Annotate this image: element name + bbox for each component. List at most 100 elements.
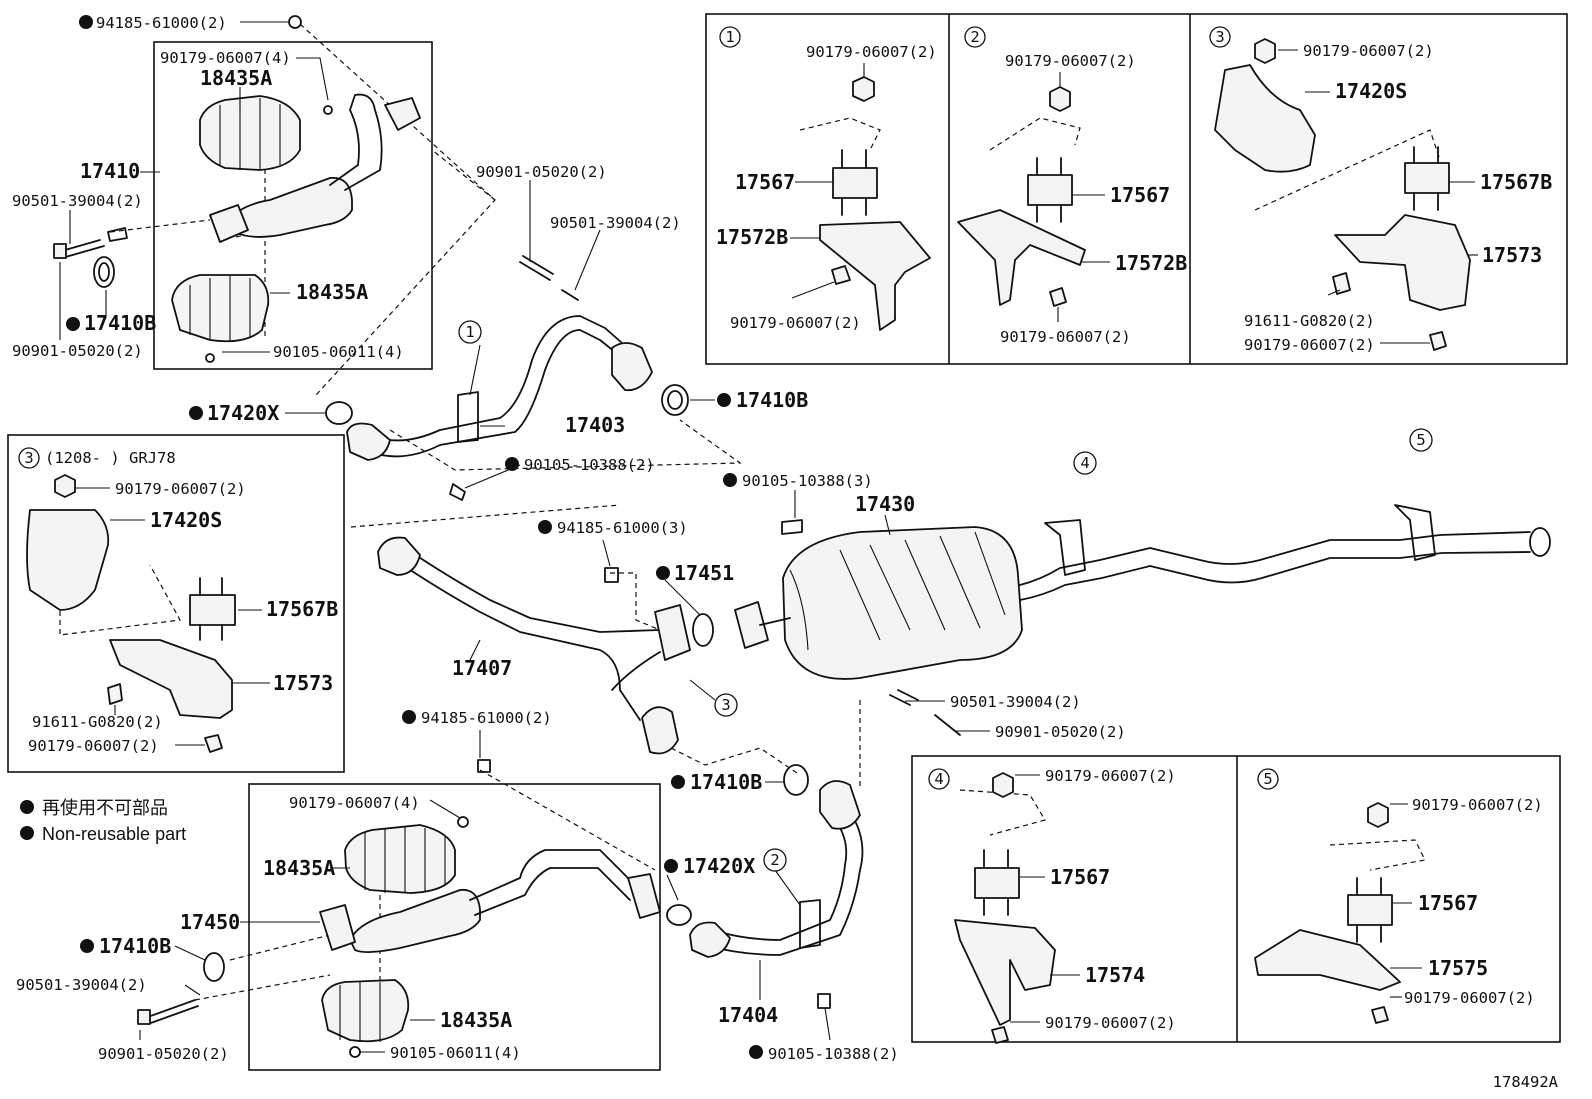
callout-3-leftbox: 3 xyxy=(24,449,33,467)
d1-label-17567: 17567 xyxy=(735,170,795,194)
label-17404: 17404 xyxy=(718,1003,778,1027)
label-90105-06011-4-top: 90105-06011(4) xyxy=(273,343,404,361)
legend-en: Non-reusable part xyxy=(42,824,186,844)
label-17410B-d: 17410B xyxy=(99,934,171,958)
label-17410B-a: 17410B xyxy=(84,311,156,335)
leader-lines xyxy=(59,21,1478,1053)
callout-2-main: 2 xyxy=(770,851,779,869)
callout-1-panel: 1 xyxy=(725,28,734,46)
detail-3-grj78-labels: (1208- ) GRJ78 90179-06007(2) 17420S 175… xyxy=(28,449,338,755)
label-17407: 17407 xyxy=(452,656,512,680)
center-pipe-17407 xyxy=(377,519,803,755)
d5-label-90179-06007-2-top: 90179-06007(2) xyxy=(1412,796,1543,814)
label-17403: 17403 xyxy=(565,413,625,437)
d1-label-90179-06007-2-bot: 90179-06007(2) xyxy=(730,314,861,332)
d2-label-90179-06007-2-bot: 90179-06007(2) xyxy=(1000,328,1131,346)
part-number-labels: 94185-61000(2) 90179-06007(4) 18435A 174… xyxy=(12,14,1126,1063)
label-17410: 17410 xyxy=(80,159,140,183)
label-90105-06011-4-bot: 90105-06011(4) xyxy=(390,1044,521,1062)
label-94185-61000-3: 94185-61000(3) xyxy=(557,519,688,537)
detail-box-3-grj78 xyxy=(7,434,345,773)
label-18435A-3: 18435A xyxy=(263,856,335,880)
l3-label-17420S: 17420S xyxy=(150,508,222,532)
diagram-id: 178492A xyxy=(1493,1073,1559,1091)
label-94185-61000-2-mid: 94185-61000(2) xyxy=(421,709,552,727)
label-90105-10388-3: 90105-10388(3) xyxy=(742,472,873,490)
label-90105-10388-2-b: 90105-10388(2) xyxy=(768,1045,899,1063)
detail-1-parts xyxy=(799,76,931,331)
d3-label-17567B: 17567B xyxy=(1480,170,1552,194)
upper-converter-assembly xyxy=(171,93,421,363)
d3-label-91611-G0820-2: 91611-G0820(2) xyxy=(1244,312,1375,330)
label-17450: 17450 xyxy=(180,910,240,934)
label-90901-05020-2-c: 90901-05020(2) xyxy=(98,1045,229,1063)
label-90901-05020-2-a: 90901-05020(2) xyxy=(12,342,143,360)
label-17410B-b: 17410B xyxy=(736,388,808,412)
label-18435A-1: 18435A xyxy=(200,66,272,90)
detail-3-grj78-note: (1208- ) GRJ78 xyxy=(45,449,176,467)
d1-label-17572B: 17572B xyxy=(716,225,788,249)
front-pipe-17404 xyxy=(666,689,961,1009)
callout-4-panel: 4 xyxy=(934,770,943,788)
detail-panel-labels: 90179-06007(2) 17567 17572B 90179-06007(… xyxy=(716,42,1552,1032)
d4-label-90179-06007-2-top: 90179-06007(2) xyxy=(1045,767,1176,785)
non-reusable-markers xyxy=(20,15,763,1059)
label-90179-06007-4-top: 90179-06007(4) xyxy=(160,49,291,67)
l3-label-17573: 17573 xyxy=(273,671,333,695)
d4-label-90179-06007-2-bot: 90179-06007(2) xyxy=(1045,1014,1176,1032)
d3-label-17420S: 17420S xyxy=(1335,79,1407,103)
d4-label-17574: 17574 xyxy=(1085,963,1145,987)
detail-4-parts xyxy=(954,772,1056,1044)
d5-label-90179-06007-2-bot: 90179-06007(2) xyxy=(1404,989,1535,1007)
detail-3-grj78-parts xyxy=(26,474,236,753)
label-94185-61000-2-top: 94185-61000(2) xyxy=(96,14,227,32)
d5-label-17575: 17575 xyxy=(1428,956,1488,980)
label-17420X-b: 17420X xyxy=(683,854,755,878)
callout-5-main: 5 xyxy=(1416,431,1425,449)
left-fasteners xyxy=(53,15,302,288)
legend: 再使用不可部品 Non-reusable part xyxy=(42,798,186,844)
d1-label-90179-06007-2-top: 90179-06007(2) xyxy=(806,43,937,61)
l3-label-91611-G0820-2: 91611-G0820(2) xyxy=(32,713,163,731)
callout-3-panel: 3 xyxy=(1215,28,1224,46)
d2-label-17567: 17567 xyxy=(1110,183,1170,207)
d5-label-17567: 17567 xyxy=(1418,891,1478,915)
label-17410B-c: 17410B xyxy=(690,770,762,794)
d4-label-17567: 17567 xyxy=(1050,865,1110,889)
label-90901-05020-2-b: 90901-05020(2) xyxy=(995,723,1126,741)
detail-2-parts xyxy=(957,86,1086,307)
label-90501-39004-2-b: 90501-39004(2) xyxy=(950,693,1081,711)
d3-label-90179-06007-2-bot: 90179-06007(2) xyxy=(1244,336,1375,354)
callout-4-main: 4 xyxy=(1080,454,1089,472)
label-90179-06007-4-bot: 90179-06007(4) xyxy=(289,794,420,812)
label-90901-05020-2-mid: 90901-05020(2) xyxy=(476,163,607,181)
detail-panel-bottom xyxy=(911,755,1561,1043)
label-17451: 17451 xyxy=(674,561,734,585)
legend-jp: 再使用不可部品 xyxy=(42,798,168,818)
label-18435A-4: 18435A xyxy=(440,1008,512,1032)
l3-label-17567B: 17567B xyxy=(266,597,338,621)
callout-2-panel: 2 xyxy=(970,28,979,46)
lower-converter-box xyxy=(248,783,661,1071)
d3-label-17573: 17573 xyxy=(1482,243,1542,267)
callout-3-main: 3 xyxy=(721,696,730,714)
label-17420X-a: 17420X xyxy=(207,401,279,425)
label-90501-39004-2-mid: 90501-39004(2) xyxy=(550,214,681,232)
callout-circles: 1 3 4 5 2 3 1 2 3 4 5 xyxy=(18,26,1433,872)
muffler-17430 xyxy=(734,504,1551,680)
detail-3-top-parts xyxy=(1214,38,1471,351)
upper-converter-box xyxy=(153,41,433,370)
d3-label-90179-06007-2-top: 90179-06007(2) xyxy=(1303,42,1434,60)
d2-label-17572B: 17572B xyxy=(1115,251,1187,275)
l3-label-90179-06007-2-top: 90179-06007(2) xyxy=(115,480,246,498)
label-90501-39004-2-c: 90501-39004(2) xyxy=(16,976,147,994)
label-90501-39004-2-a: 90501-39004(2) xyxy=(12,192,143,210)
label-17430: 17430 xyxy=(855,492,915,516)
label-90105-10388-2-a: 90105-10388(2) xyxy=(524,456,655,474)
callout-1-main: 1 xyxy=(465,323,474,341)
l3-label-90179-06007-2-bot: 90179-06007(2) xyxy=(28,737,159,755)
callout-5-panel: 5 xyxy=(1263,770,1272,788)
detail-5-parts xyxy=(1254,802,1426,1024)
